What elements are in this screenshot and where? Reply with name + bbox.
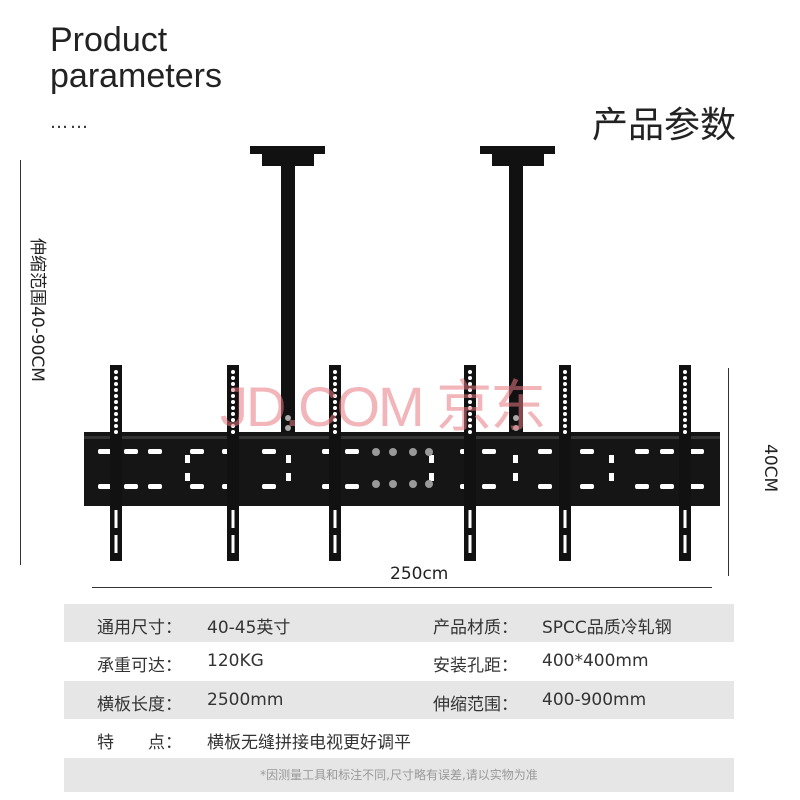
ceiling-plate-left [250,146,325,432]
mounting-slot [429,473,434,481]
mounting-slot [482,449,496,454]
mounting-slot [262,449,276,454]
vertical-arm [110,365,122,561]
mounting-slot [286,455,291,463]
mounting-slot [580,484,594,489]
mounting-slot [124,449,138,454]
spec-row: 横板长度： 2500mm 伸缩范围： 400-900mm [64,681,734,719]
spec-value: 40-45英寸 [207,618,291,638]
title-en-line1: Product [50,21,168,59]
spec-value: 400-900mm [542,690,647,710]
vertical-arm [559,365,571,561]
disclaimer-note: *因测量工具和标注不同,尺寸略有误差,请以实物为准 [64,758,734,792]
spec-label: 通用尺寸： [97,618,182,638]
feature-value: 横板无缝拼接电视更好调平 [207,733,411,753]
watermark: JD.COM 京东 [220,375,546,438]
mounting-slot [580,449,594,454]
mounting-slot [513,455,518,463]
spec-label: 安装孔距： [433,656,518,676]
title-en-line2: parameters [50,57,222,95]
feature-label: 特 点： [97,733,182,753]
mounting-slot [345,484,359,489]
mounting-slot [148,449,162,454]
spec-row: 通用尺寸： 40-45英寸 产品材质： SPCC品质冷轧钢 [64,604,734,642]
mounting-slot [98,484,112,489]
mounting-slot [262,484,276,489]
ceiling-plate-right [480,146,555,432]
mounting-slot [690,449,704,454]
mount-illustration [84,146,720,561]
mounting-slot [690,484,704,489]
mounting-slot [660,484,674,489]
mounting-slot [190,484,204,489]
mounting-slot [538,484,552,489]
mounting-slot [98,449,112,454]
title-chinese: 产品参数 [592,105,737,146]
vertical-arm [329,365,341,561]
mounting-slot [513,473,518,481]
mounting-slot [635,449,649,454]
width-dimension-line [92,587,712,588]
vertical-arm [227,365,239,561]
mounting-slot [482,484,496,489]
spec-row: 承重可达： 120KG 安装孔距： 400*400mm [64,642,734,680]
mounting-slot [345,449,359,454]
width-label: 250cm [390,564,449,584]
mounting-slot [185,473,190,481]
mounting-slot [635,484,649,489]
height-dimension-line [20,160,21,565]
spec-label: 承重可达： [97,656,182,676]
spec-label: 伸缩范围： [433,695,518,715]
mounting-slot [185,455,190,463]
mounting-slot [429,455,434,463]
plate-height-line [728,368,729,576]
mounting-slot [124,484,138,489]
spec-value: 2500mm [207,690,284,710]
spec-label: 产品材质： [433,618,518,638]
spec-value: SPCC品质冷轧钢 [542,618,672,638]
mounting-slot [609,455,614,463]
mounting-slot [190,449,204,454]
spec-label: 横板长度： [97,695,182,715]
mounting-slot [148,484,162,489]
vertical-arm [679,365,691,561]
feature-row: 特 点： 横板无缝拼接电视更好调平 [64,719,734,757]
mounting-slot [286,473,291,481]
mounting-slot [538,449,552,454]
spec-value: 400*400mm [542,651,649,671]
title-english: Product parameters [50,22,222,94]
vertical-arm [464,365,476,561]
mounting-slot [609,473,614,481]
crossbar [84,432,720,506]
mounting-slot [660,449,674,454]
title-dots: …… [50,112,90,133]
spec-value: 120KG [207,651,264,671]
